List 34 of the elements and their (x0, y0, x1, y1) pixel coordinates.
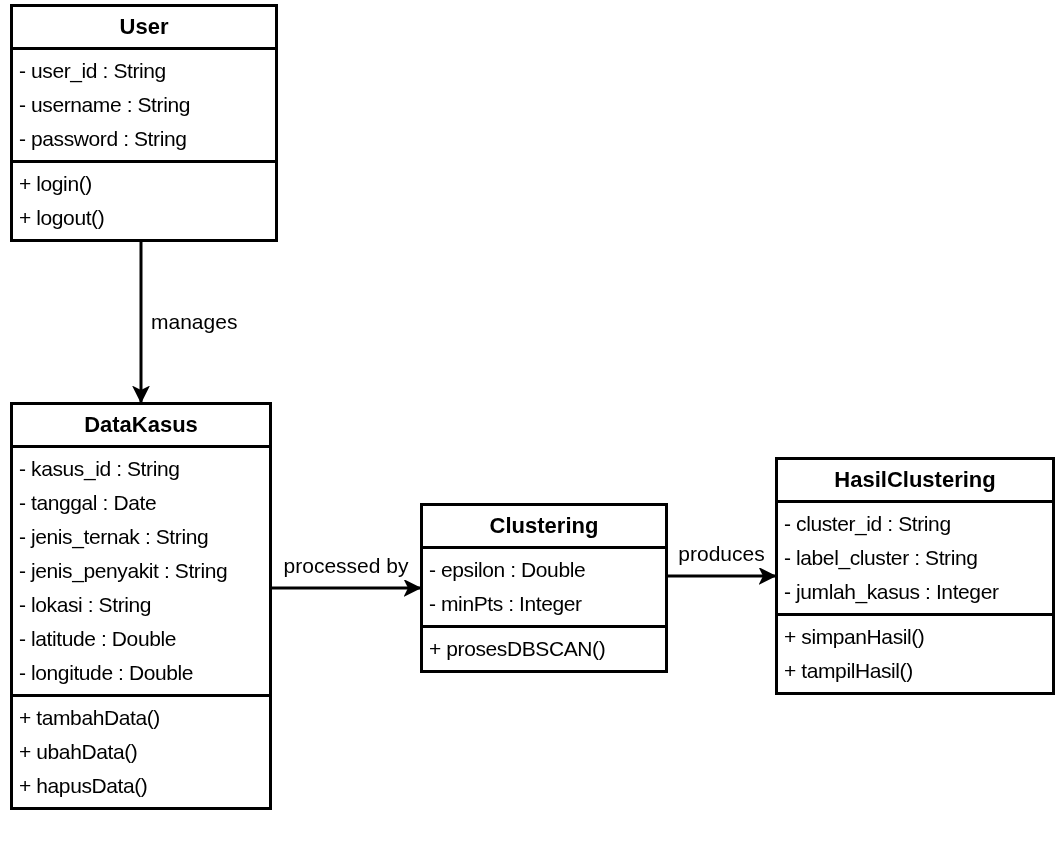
class-member: - username : String (19, 92, 191, 118)
class-member: + tampilHasil() (784, 658, 914, 684)
class-member: - longitude : Double (19, 660, 195, 686)
class-member: + logout() (19, 205, 106, 231)
class-member: + tambahData() (19, 705, 161, 731)
class-member: - latitude : Double (19, 626, 177, 652)
class-member: + ubahData() (19, 739, 139, 765)
class-box (10, 4, 278, 242)
class-member: - user_id : String (19, 58, 167, 85)
class-box (10, 402, 272, 810)
class-member: + prosesDBSCAN() (429, 636, 607, 662)
class-member: - password : String (19, 126, 188, 152)
class-member: - lokasi : String (19, 592, 153, 618)
class-box (420, 503, 668, 673)
class-member: - minPts : Integer (429, 591, 583, 617)
class-member: - jenis_penyakit : String (19, 558, 229, 585)
class-name: DataKasus (83, 411, 199, 439)
association-arrow (272, 579, 422, 597)
class-member: - jumlah_kasus : Integer (784, 579, 1000, 606)
class-name: User (118, 13, 170, 41)
class-member: - cluster_id : String (784, 511, 952, 538)
class-member: + simpanHasil() (784, 624, 926, 650)
class-box (775, 457, 1055, 695)
class-member: - tanggal : Date (19, 490, 158, 516)
class-member: - kasus_id : String (19, 456, 181, 483)
class-member: - epsilon : Double (429, 557, 587, 583)
class-member: - jenis_ternak : String (19, 524, 210, 551)
class-member: - label_cluster : String (784, 545, 979, 572)
class-name: Clustering (488, 512, 600, 540)
class-member: + hapusData() (19, 773, 149, 799)
association-arrow (668, 567, 777, 585)
association-arrow (132, 242, 150, 404)
class-member: + login() (19, 171, 93, 197)
class-name: HasilClustering (833, 466, 997, 494)
